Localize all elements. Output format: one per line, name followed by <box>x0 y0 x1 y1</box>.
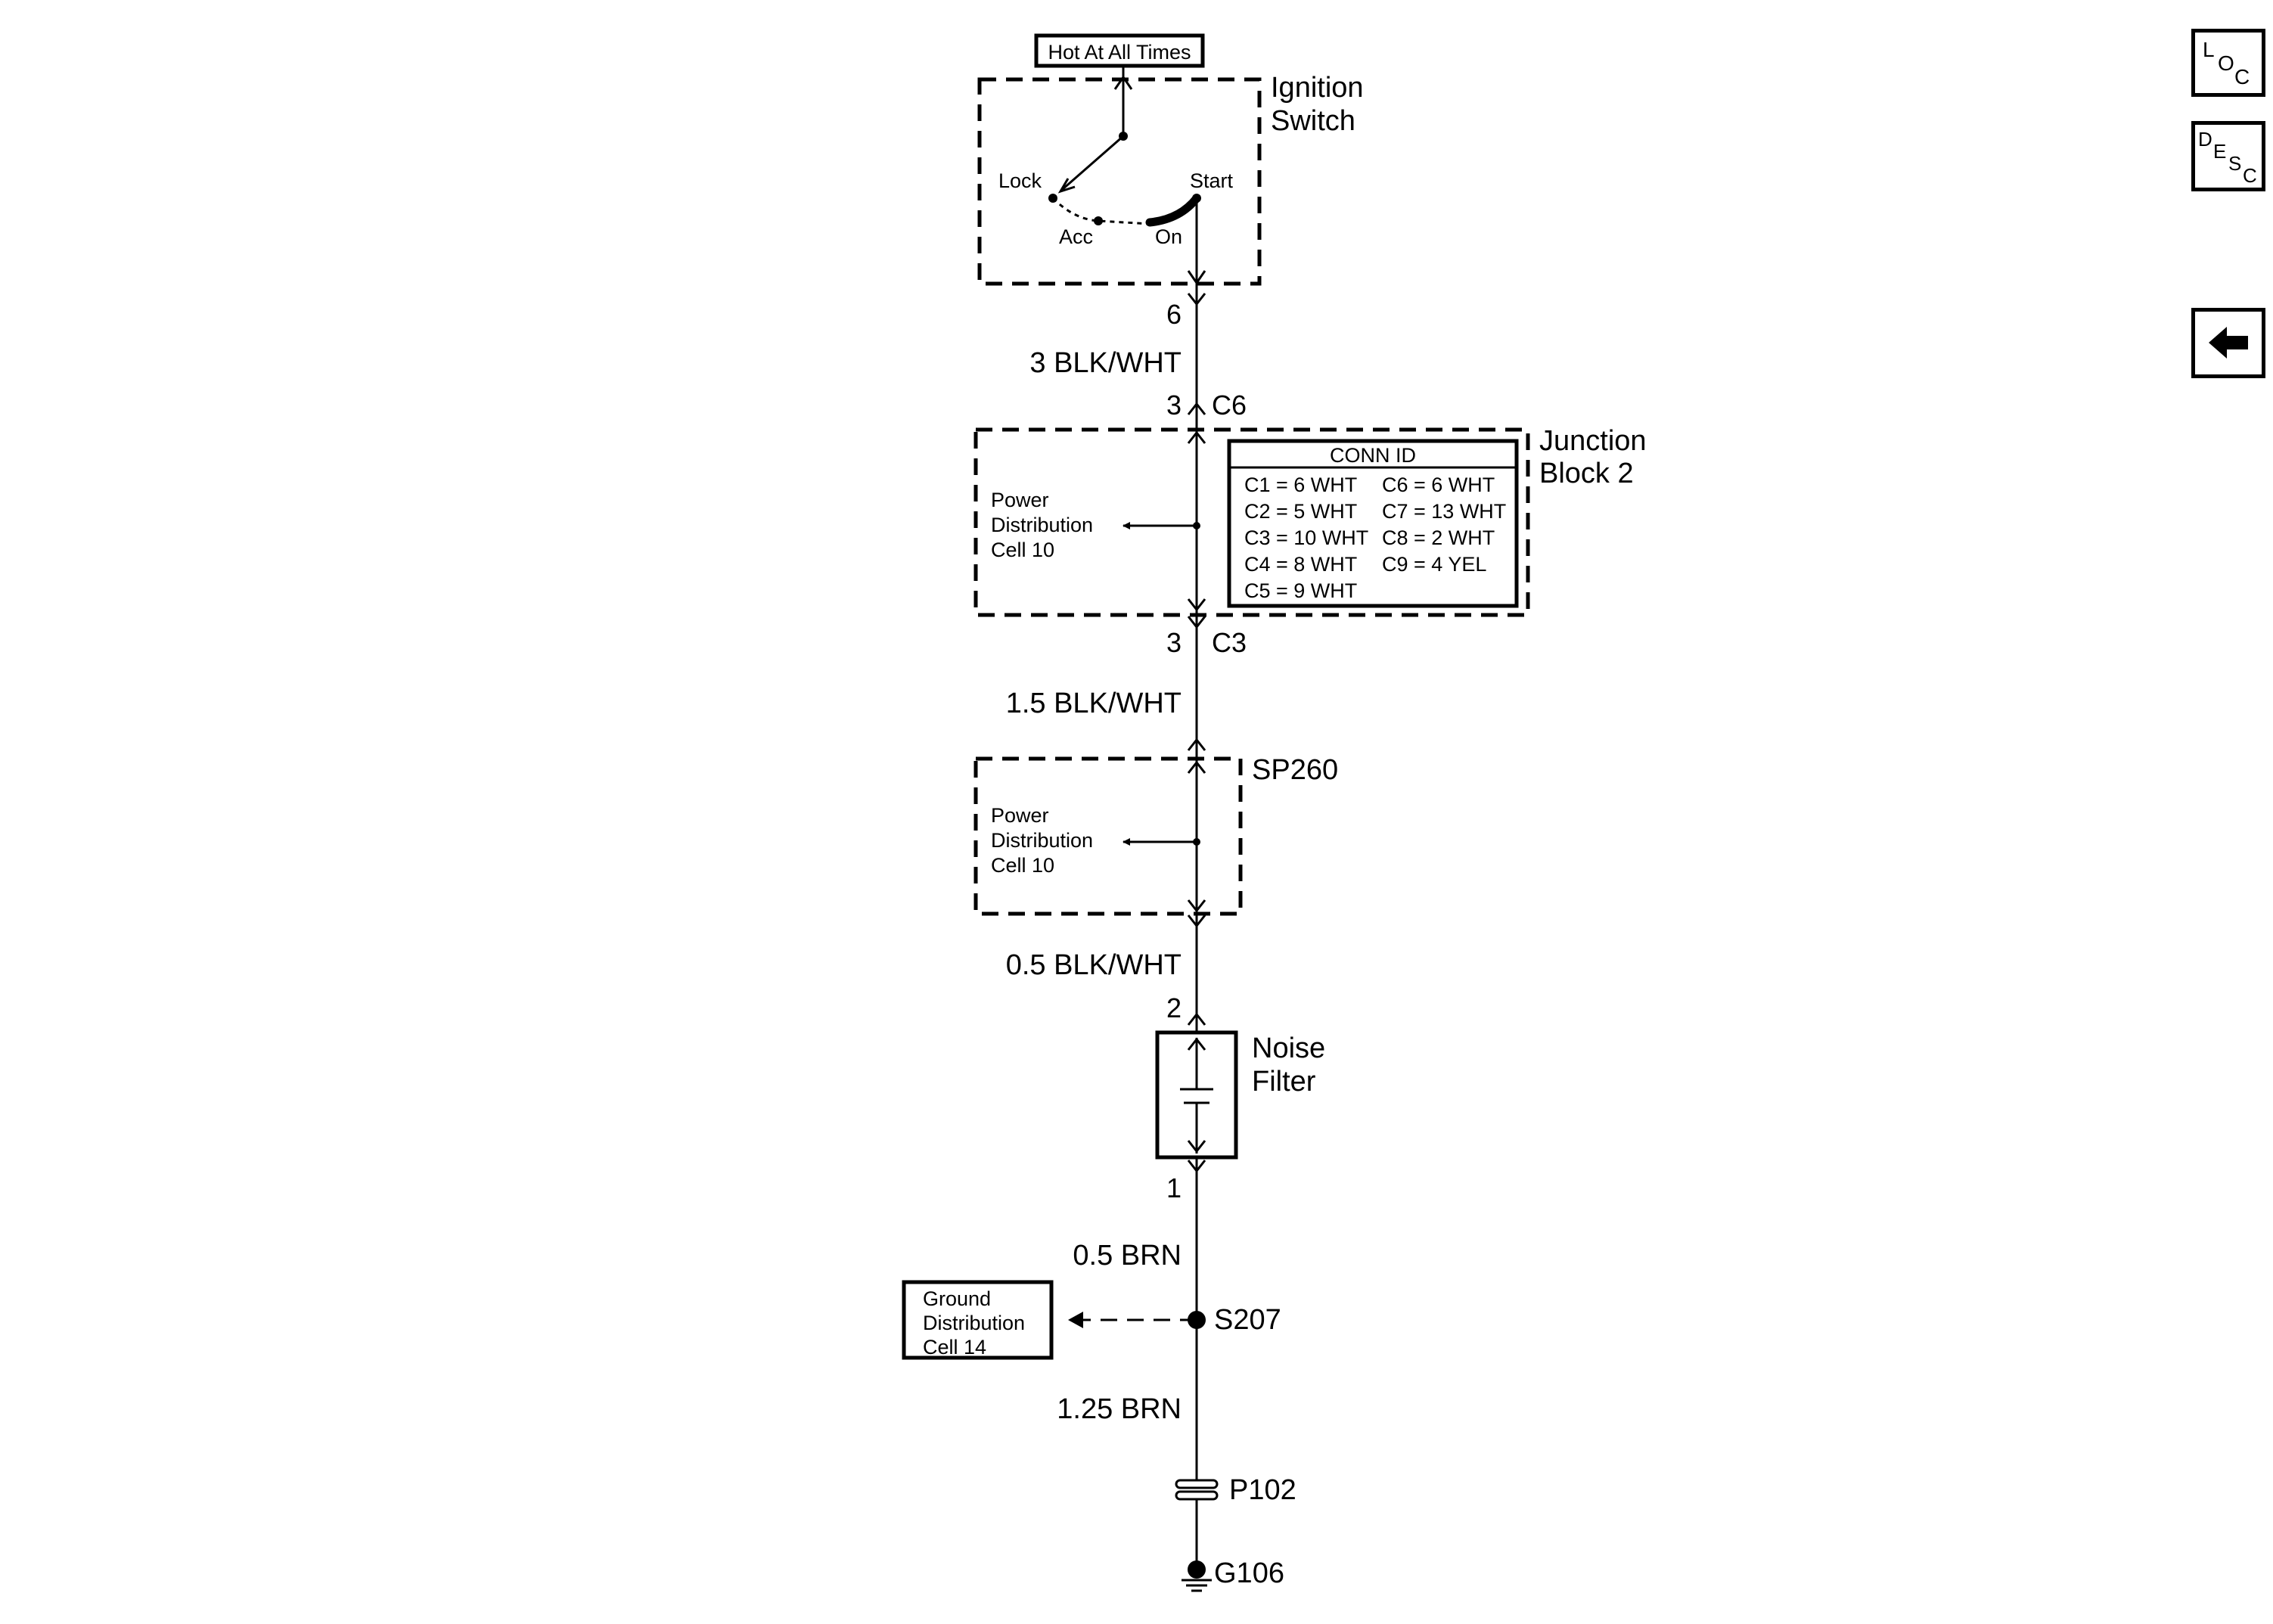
splice-s207-dot <box>1188 1311 1206 1329</box>
on-label: On <box>1155 225 1182 248</box>
loc-letter-c: C <box>2234 65 2250 88</box>
junction-block-2: Junction Block 2 Power Distribution Cell… <box>973 425 1647 617</box>
sp260-block: SP260 Power Distribution Cell 10 <box>973 754 1338 916</box>
ground-distribution-block: Ground Distribution Cell 14 <box>902 1280 1197 1360</box>
ground-distribution-2: Distribution <box>923 1312 1025 1334</box>
connector-p102: P102 <box>1175 1474 1296 1506</box>
loc-letter-o: O <box>2218 51 2234 75</box>
noise-filter-pin-1: 1 <box>1166 1172 1182 1203</box>
junction-block-title-2: Block 2 <box>1539 458 1634 489</box>
c3-pin-label: 3 <box>1166 627 1182 658</box>
loc-button[interactable]: L O C <box>2191 29 2265 97</box>
ground-distribution-1: Ground <box>923 1287 991 1310</box>
conn-id-c3: C3 = 10 WHT <box>1244 526 1368 549</box>
splice-s207-label: S207 <box>1214 1304 1281 1336</box>
ignition-switch-title-2: Switch <box>1271 105 1355 137</box>
junction-block-title-1: Junction <box>1539 425 1647 457</box>
acc-contact <box>1094 216 1103 225</box>
desc-letter-s: S <box>2228 152 2241 175</box>
noise-filter-title-2: Filter <box>1252 1066 1316 1098</box>
conn-id-table: CONN ID C1 = 6 WHT C6 = 6 WHT C2 = 5 WHT… <box>1227 439 1519 608</box>
conn-id-header: CONN ID <box>1330 444 1416 467</box>
acc-label: Acc <box>1059 225 1093 248</box>
conn-id-c6: C6 = 6 WHT <box>1382 474 1495 496</box>
conn-id-c4: C4 = 8 WHT <box>1244 553 1357 576</box>
ground-g106: G106 <box>1182 1557 1284 1592</box>
conn-id-c2: C2 = 5 WHT <box>1244 500 1357 523</box>
conn-id-c7: C7 = 13 WHT <box>1382 500 1506 523</box>
sp260-power-distribution-3: Cell 10 <box>991 854 1054 877</box>
noise-filter-title-1: Noise <box>1252 1032 1325 1064</box>
ignition-switch: Ignition Switch Lock Acc On Start <box>977 66 1364 286</box>
lock-label: Lock <box>998 169 1042 192</box>
sp260-label: SP260 <box>1252 754 1338 786</box>
left-arrow-icon <box>2209 327 2248 359</box>
wire-label-0-5-blk-wht: 0.5 BLK/WHT <box>1006 949 1182 981</box>
desc-letter-d: D <box>2198 128 2212 151</box>
pin-6-label: 6 <box>1166 299 1182 330</box>
c6-pin-label: 3 <box>1166 390 1182 421</box>
desc-letter-e: E <box>2213 140 2226 163</box>
desc-letter-c: C <box>2243 164 2257 187</box>
connector-p102-label: P102 <box>1229 1474 1296 1506</box>
jb-power-distribution-3: Cell 10 <box>991 539 1054 561</box>
back-button[interactable] <box>2191 308 2265 378</box>
start-label: Start <box>1190 169 1234 192</box>
wire-label-0-5-brn: 0.5 BRN <box>1073 1240 1182 1272</box>
wire-label-1-5-blk-wht: 1.5 BLK/WHT <box>1006 688 1182 719</box>
connector-marks <box>1187 293 1206 1173</box>
noise-filter: Noise Filter <box>1155 1030 1325 1160</box>
desc-button[interactable]: D E S C <box>2191 121 2265 191</box>
ignition-switch-title-1: Ignition <box>1271 72 1364 104</box>
conn-id-c5: C5 = 9 WHT <box>1244 579 1357 602</box>
c6-connector-label: C6 <box>1212 390 1247 421</box>
jb-power-distribution-1: Power <box>991 489 1049 511</box>
c3-connector-label: C3 <box>1212 627 1247 658</box>
hot-at-all-times-label: Hot At All Times <box>1048 41 1191 64</box>
wire-label-3-blk-wht: 3 BLK/WHT <box>1029 347 1182 379</box>
ground-distribution-3: Cell 14 <box>923 1336 986 1359</box>
noise-filter-pin-2: 2 <box>1166 992 1182 1023</box>
sp260-power-distribution-1: Power <box>991 804 1049 827</box>
conn-id-c9: C9 = 4 YEL <box>1382 553 1486 576</box>
ground-g106-label: G106 <box>1214 1557 1284 1589</box>
hot-at-all-times-label-box: Hot At All Times <box>1034 33 1205 68</box>
sp260-power-distribution-2: Distribution <box>991 829 1093 852</box>
conn-id-c1: C1 = 6 WHT <box>1244 474 1357 496</box>
conn-id-c8: C8 = 2 WHT <box>1382 526 1495 549</box>
wire-label-1-25-brn: 1.25 BRN <box>1057 1393 1182 1425</box>
loc-letter-l: L <box>2203 38 2215 61</box>
jb-power-distribution-2: Distribution <box>991 514 1093 536</box>
